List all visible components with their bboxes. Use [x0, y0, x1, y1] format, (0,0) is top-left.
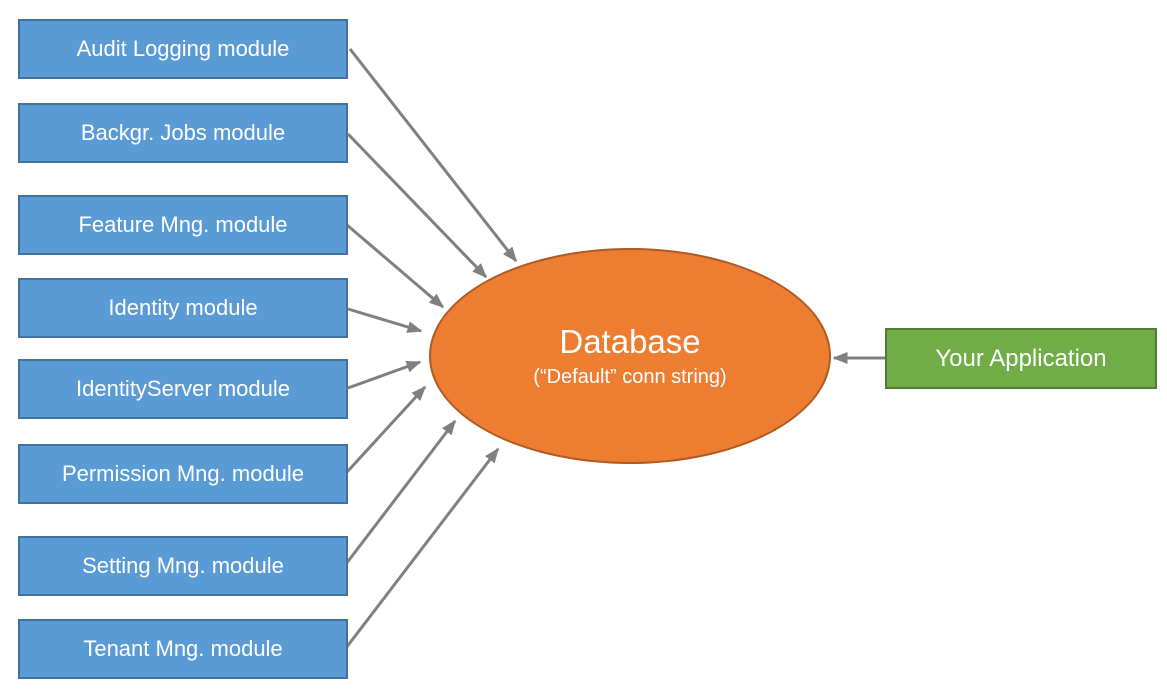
module-label: Setting Mng. module — [82, 553, 284, 578]
database-node: Database (“Default” conn string) — [429, 248, 831, 464]
arrow-permission-mng-to-database — [345, 385, 427, 474]
module-box-audit-logging: Audit Logging module — [18, 19, 348, 79]
arrow-backgr-jobs-to-database — [346, 132, 488, 279]
module-box-identity: Identity module — [18, 278, 348, 338]
arrow-identityserver-to-database — [347, 360, 422, 390]
arrow-setting-mng-to-database — [344, 419, 457, 565]
arrow-audit-logging-to-database — [348, 48, 518, 263]
module-box-backgr-jobs: Backgr. Jobs module — [18, 103, 348, 163]
module-label: Feature Mng. module — [78, 212, 288, 237]
database-subtitle: (“Default” conn string) — [533, 365, 727, 388]
module-label: Tenant Mng. module — [83, 636, 283, 661]
module-label: Backgr. Jobs module — [80, 120, 286, 145]
module-label: Identity module — [108, 295, 258, 320]
module-box-permission-mng: Permission Mng. module — [18, 444, 348, 504]
module-box-identityserver: IdentityServer module — [18, 359, 348, 419]
module-box-feature-mng: Feature Mng. module — [18, 195, 348, 255]
arrow-tenant-mng-to-database — [344, 447, 500, 649]
application-node: Your Application — [885, 328, 1157, 389]
module-box-tenant-mng: Tenant Mng. module — [18, 619, 348, 679]
database-title: Database — [559, 323, 701, 361]
module-label: IdentityServer module — [76, 376, 290, 401]
module-label: Permission Mng. module — [61, 461, 305, 486]
module-box-setting-mng: Setting Mng. module — [18, 536, 348, 596]
arrow-identity-to-database — [347, 307, 423, 333]
application-label: Your Application — [935, 344, 1107, 372]
module-label: Audit Logging module — [76, 36, 290, 61]
arrow-feature-mng-to-database — [346, 223, 445, 309]
